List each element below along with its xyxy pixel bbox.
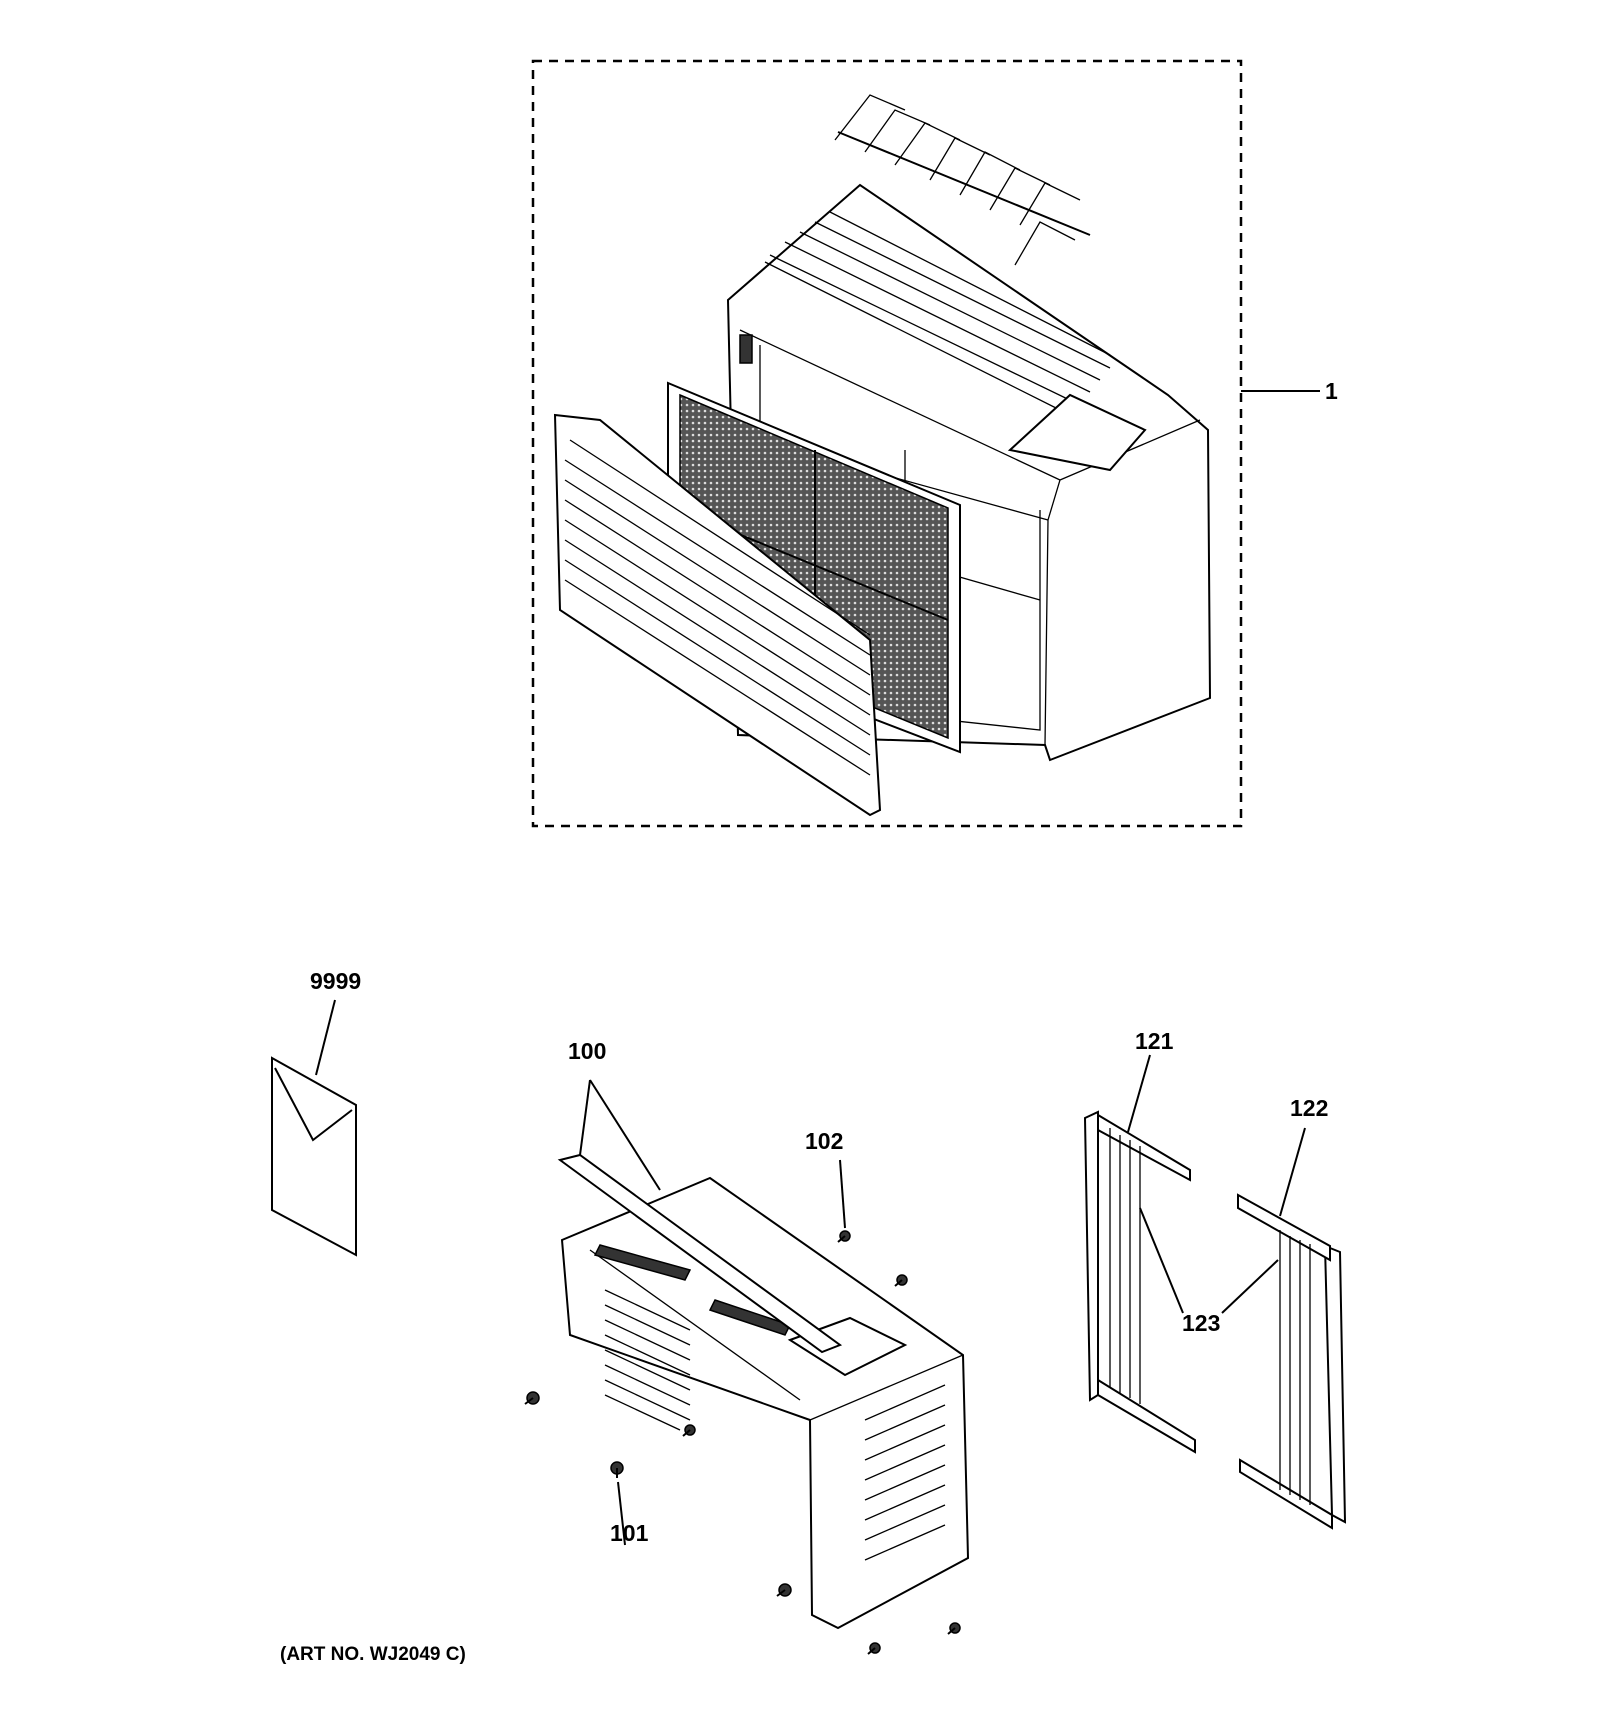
leader-123-b bbox=[1221, 1259, 1279, 1314]
screws bbox=[524, 1159, 961, 1655]
top-trim-strips bbox=[557, 1079, 843, 1354]
callout-123: 123 bbox=[1182, 1310, 1221, 1336]
callout-101: 101 bbox=[610, 1520, 649, 1546]
side-curtain-left bbox=[1083, 1054, 1196, 1454]
front-grille bbox=[553, 413, 882, 817]
callout-102: 102 bbox=[805, 1128, 844, 1154]
literature-envelope bbox=[271, 999, 357, 1257]
callout-1: 1 bbox=[1325, 378, 1338, 404]
outer-cabinet bbox=[560, 1176, 970, 1630]
callout-100: 100 bbox=[568, 1038, 607, 1064]
control-panel bbox=[1007, 393, 1147, 472]
side-curtain-right bbox=[1237, 1127, 1347, 1530]
leader-123-a bbox=[1139, 1207, 1184, 1314]
callout-122: 122 bbox=[1290, 1095, 1329, 1121]
assembly-group-box bbox=[531, 59, 1243, 828]
callout-9999: 9999 bbox=[310, 968, 362, 994]
callout-121: 121 bbox=[1135, 1028, 1174, 1054]
art-number: (ART NO. WJ2049 C) bbox=[280, 1644, 466, 1665]
right-side-louvers bbox=[864, 1384, 946, 1561]
louver-rack bbox=[834, 94, 1091, 266]
left-side-louvers bbox=[604, 1289, 691, 1431]
top-grille bbox=[764, 211, 1111, 411]
